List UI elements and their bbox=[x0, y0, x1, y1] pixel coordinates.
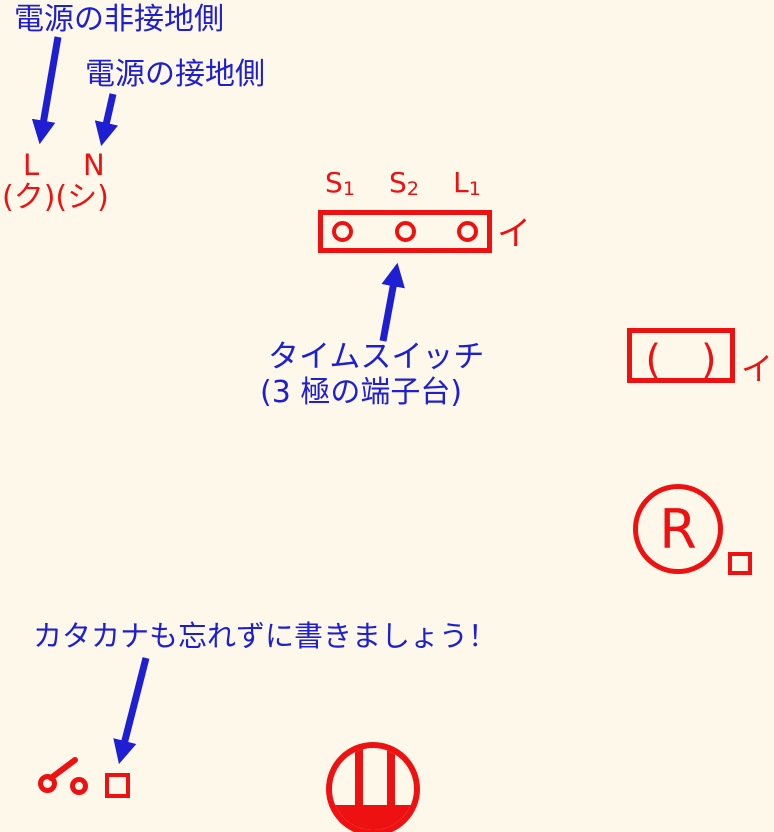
blank-paren-text: ( ) bbox=[645, 336, 717, 383]
blank-box-circuit-kana: イ bbox=[741, 350, 774, 388]
power-nongrounded-label: 電源の非接地側 bbox=[14, 2, 224, 37]
arrow-to-kana-square-icon bbox=[113, 657, 150, 765]
terminal-label-l1: L1 bbox=[453, 166, 481, 201]
time-switch-caption-line1: タイムスイッチ bbox=[268, 339, 485, 375]
ceiling-light-outline bbox=[326, 742, 420, 832]
terminal-label-s2: S2 bbox=[389, 166, 419, 201]
time-switch-circuit-kana: イ bbox=[497, 214, 531, 254]
kana-placeholder-square-switch bbox=[105, 773, 130, 798]
arrow-to-N-terminal-icon bbox=[94, 93, 119, 147]
power-line-kana: (ク) bbox=[2, 180, 56, 215]
terminal-hole-s1-icon bbox=[332, 221, 353, 242]
power-neutral-kana: (シ) bbox=[55, 180, 109, 215]
ceiling-light-bar-right bbox=[387, 748, 395, 806]
time-switch-caption-line2: (3 極の端子台) bbox=[260, 375, 463, 410]
ceiling-light-bar-left bbox=[355, 748, 363, 806]
switch-contact-left-icon bbox=[38, 774, 57, 793]
switch-lever-icon bbox=[48, 757, 78, 781]
power-grounded-label: 電源の接地側 bbox=[85, 57, 265, 92]
terminal-block-3pole bbox=[318, 210, 492, 253]
power-kana-row: (ク)(シ) bbox=[2, 180, 109, 216]
terminal-label-s1: S1 bbox=[325, 166, 355, 201]
kana-placeholder-square-lamp bbox=[728, 552, 752, 575]
terminal-hole-l1-icon bbox=[457, 221, 478, 242]
lamp-symbol-circle: R bbox=[633, 484, 723, 574]
arrow-to-L-terminal-icon bbox=[31, 36, 62, 145]
terminal-hole-s2-icon bbox=[394, 221, 416, 242]
ceiling-light-icon bbox=[326, 742, 420, 832]
power-neutral-terminal-label: N bbox=[83, 148, 105, 182]
power-line-terminal-label: L bbox=[23, 148, 40, 182]
blank-paren-box: ( ) bbox=[627, 328, 735, 383]
switch-contact-right-icon bbox=[70, 777, 88, 795]
lamp-symbol-letter: R bbox=[659, 497, 697, 561]
katakana-reminder-note: カタカナも忘れずに書きましょう！ bbox=[33, 619, 498, 653]
arrow-to-terminal-block-icon bbox=[379, 262, 405, 342]
